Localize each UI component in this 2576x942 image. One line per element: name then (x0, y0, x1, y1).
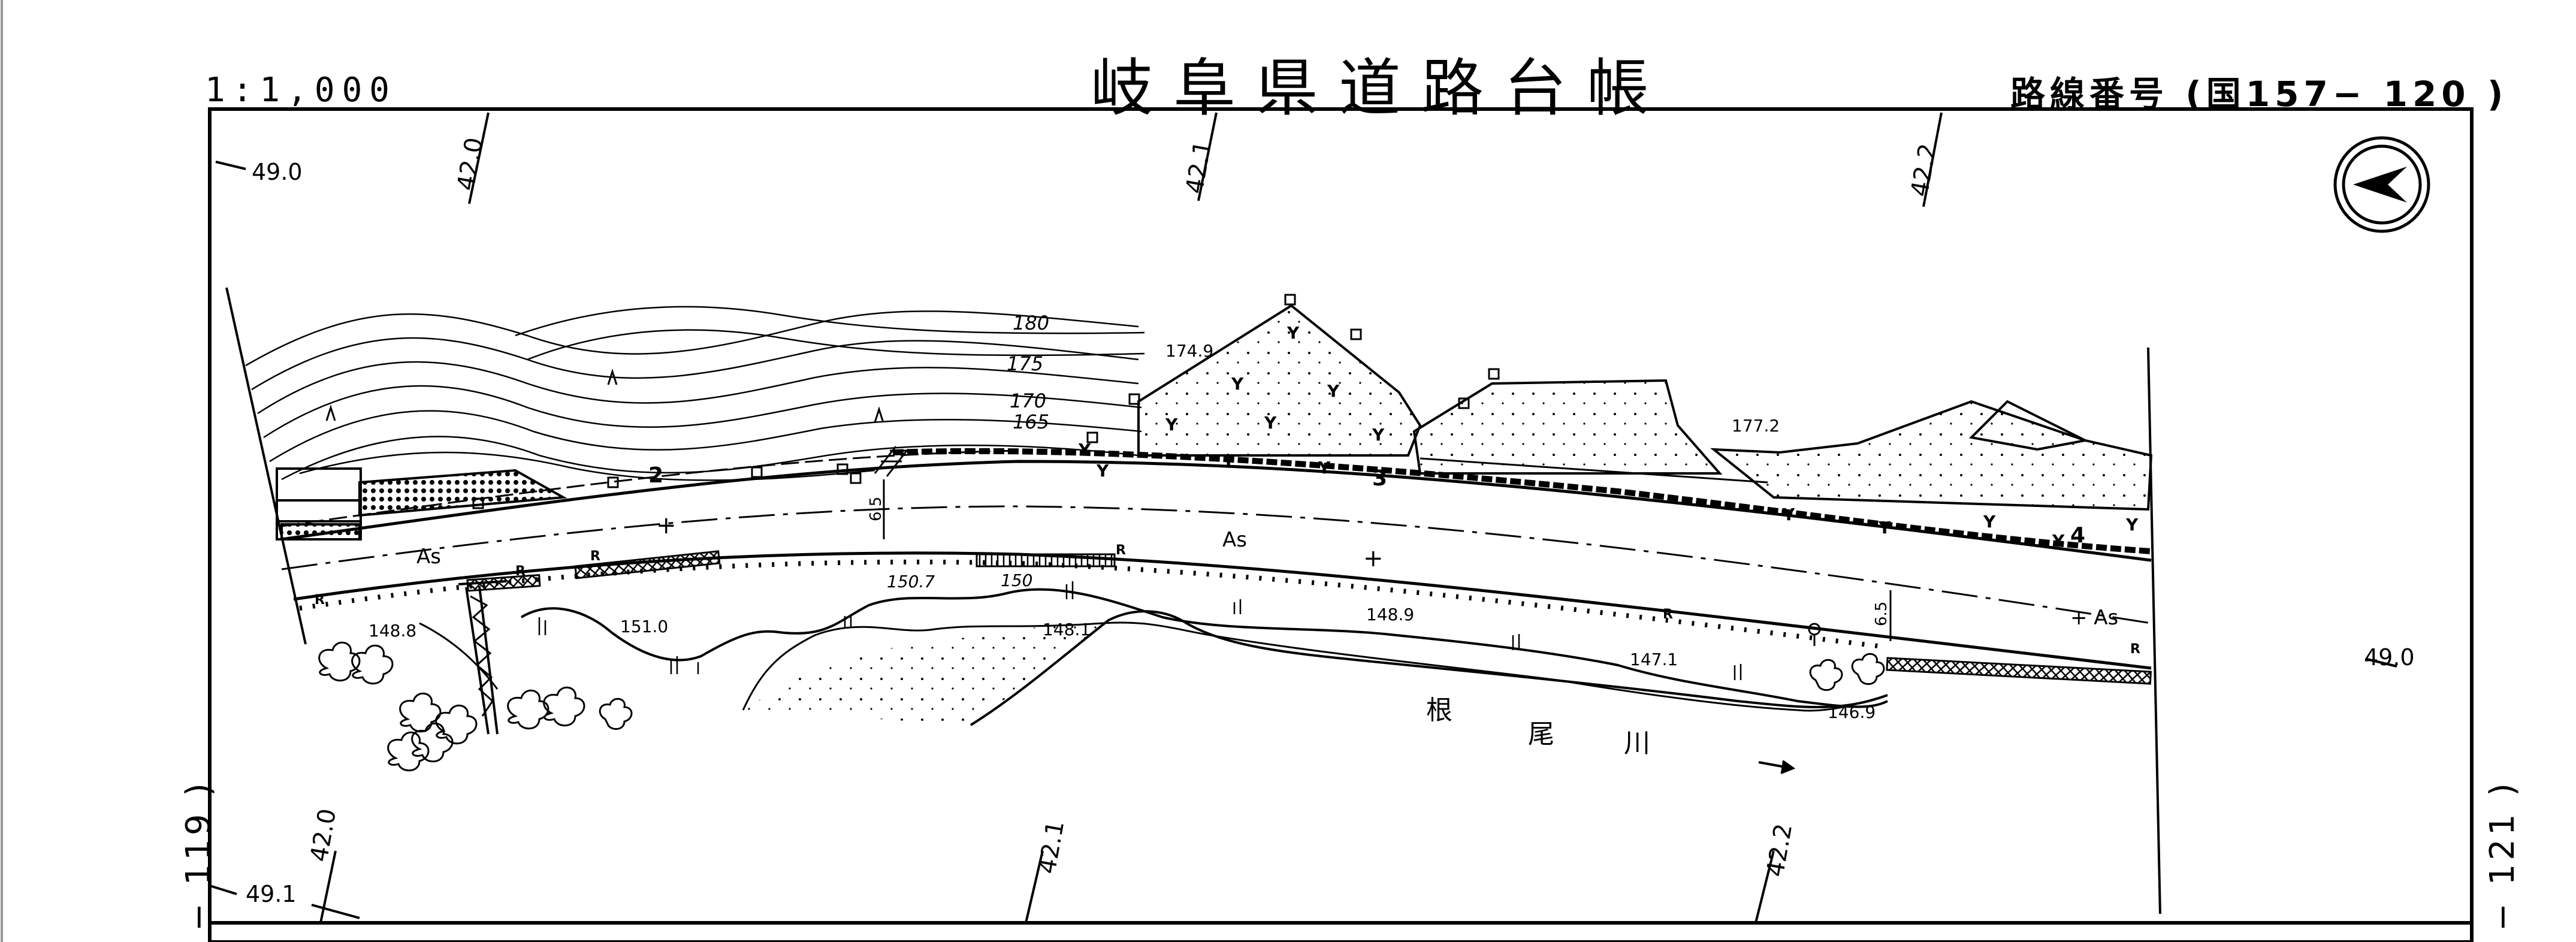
crosshatch-segment-2 (1886, 657, 2152, 685)
scale-label: 1:1,000 (205, 71, 397, 110)
culvert (458, 580, 507, 735)
svg-text:R: R (515, 564, 526, 579)
fence-segment (976, 553, 1116, 567)
spot-height-6: 148.8 (369, 621, 416, 641)
road-centerline (281, 505, 2152, 624)
grass-marks (538, 581, 1742, 680)
river-bank-upper (520, 588, 1888, 708)
north-arrow-icon (2333, 136, 2430, 233)
marker-3: 3 (1372, 466, 1387, 491)
station-lines-bottom (319, 850, 1775, 923)
road-edge-upper (281, 460, 2152, 562)
svg-text:6.5: 6.5 (867, 497, 885, 521)
retaining-labels: R R R R R R (315, 543, 2140, 657)
offset-tick-bottom-left (209, 884, 237, 895)
slope-markers (325, 369, 884, 423)
contour-label-1: 180 (1013, 312, 1049, 334)
crosshatch-segment-1 (574, 550, 721, 579)
gravel-area (358, 469, 567, 517)
utility-symbols (472, 294, 1500, 509)
svg-text:Y: Y (1165, 415, 1178, 434)
flow-arrow-icon (1758, 760, 1796, 774)
road-surface-label-1: As (416, 545, 441, 569)
bank-line (419, 622, 499, 690)
map-left-boundary (225, 287, 307, 645)
tree-cluster (318, 641, 1885, 772)
crosshatch-segment-3 (466, 574, 541, 592)
marker-2: 2 (648, 463, 663, 488)
width-dimension-1: 6.5 (867, 479, 885, 539)
svg-text:Y: Y (1231, 374, 1244, 394)
station-bottom-1: 42.0 (306, 807, 342, 864)
svg-text:R: R (2130, 642, 2140, 657)
svg-text:Y: Y (1096, 461, 1109, 481)
svg-text:Y: Y (1327, 381, 1340, 401)
route-value: (国157− 120 ) (2185, 74, 2508, 114)
vegetation-area-2 (1412, 379, 1723, 475)
svg-text:R: R (1663, 607, 1673, 622)
sandbar (743, 620, 1109, 725)
route-label: 路線番号 (2010, 74, 2169, 114)
spot-height-1: 174.9 (1165, 341, 1213, 361)
contour-label-3: 170 (1010, 390, 1046, 412)
river-name-1: 根 (1426, 695, 1452, 726)
svg-text:Y: Y (1372, 425, 1385, 445)
station-bottom-3: 42.2 (1762, 822, 1798, 879)
river-bank-middle (742, 621, 1888, 712)
page-title: 岐阜県道路台帳 (1091, 52, 1670, 125)
offset-right: 49.0 (2364, 644, 2415, 671)
width-dimension-2: 6.5 (1873, 590, 1892, 641)
offset-line-bottom (311, 904, 360, 919)
sheet-link-left: − 119 ) (179, 779, 219, 932)
contour-label-4: 165 (1013, 410, 1049, 433)
svg-text:Y: Y (1264, 413, 1277, 433)
river-name-3: 川 (1624, 728, 1650, 759)
road-surface-label-2: As (1222, 528, 1247, 552)
sheet-link-right: − 121 ) (2483, 779, 2523, 932)
offset-top-left: 49.0 (252, 159, 303, 185)
svg-text:R: R (590, 549, 600, 564)
spot-height-9: 147.1 (1630, 650, 1678, 669)
contour-label-2: 175 (1007, 352, 1043, 375)
marker-4: 4 (2070, 523, 2085, 548)
svg-text:Y: Y (2125, 515, 2139, 535)
road-surface-label-3: + As (2070, 606, 2118, 630)
map-right-boundary (2147, 347, 2161, 914)
offset-bottom-left: 49.1 (246, 881, 297, 907)
spot-height-2: 177.2 (1732, 416, 1780, 436)
slope-peak (1968, 400, 2089, 451)
terrace-line (1420, 457, 1768, 484)
river-bank-lower (970, 610, 1888, 726)
retaining-wall-upper (892, 448, 2152, 554)
station-bottom-2: 42.1 (1034, 819, 1070, 876)
route-number: 路線番号 (国157− 120 ) (2010, 66, 2508, 116)
station-top-2: 42.1 (1181, 138, 1218, 196)
station-top-3: 42.2 (1906, 141, 1943, 199)
svg-text:6.5: 6.5 (1873, 602, 1891, 626)
svg-text:Y: Y (1983, 512, 1996, 532)
svg-text:R: R (315, 593, 325, 608)
survey-post (1808, 623, 1821, 646)
spot-height-4: 150 (1001, 570, 1032, 590)
road-survey-mark-2: + (1363, 545, 1384, 572)
spot-height-5: 151.0 (620, 617, 668, 636)
offset-tick-right (2366, 658, 2397, 668)
station-lines-top (468, 112, 1943, 207)
svg-text:R: R (1116, 543, 1126, 558)
road-survey-mark-1: + (656, 512, 677, 539)
offset-tick-top-left (215, 161, 246, 170)
road-shoulder-upper (281, 449, 1019, 527)
river-name-2: 尾 (1528, 719, 1554, 750)
svg-text:Y: Y (1287, 323, 1300, 343)
spot-height-3: 150.7 (887, 572, 935, 591)
spot-height-8: 148.9 (1366, 605, 1414, 624)
map-frame (208, 107, 2474, 942)
station-top-1: 42.0 (452, 135, 489, 193)
